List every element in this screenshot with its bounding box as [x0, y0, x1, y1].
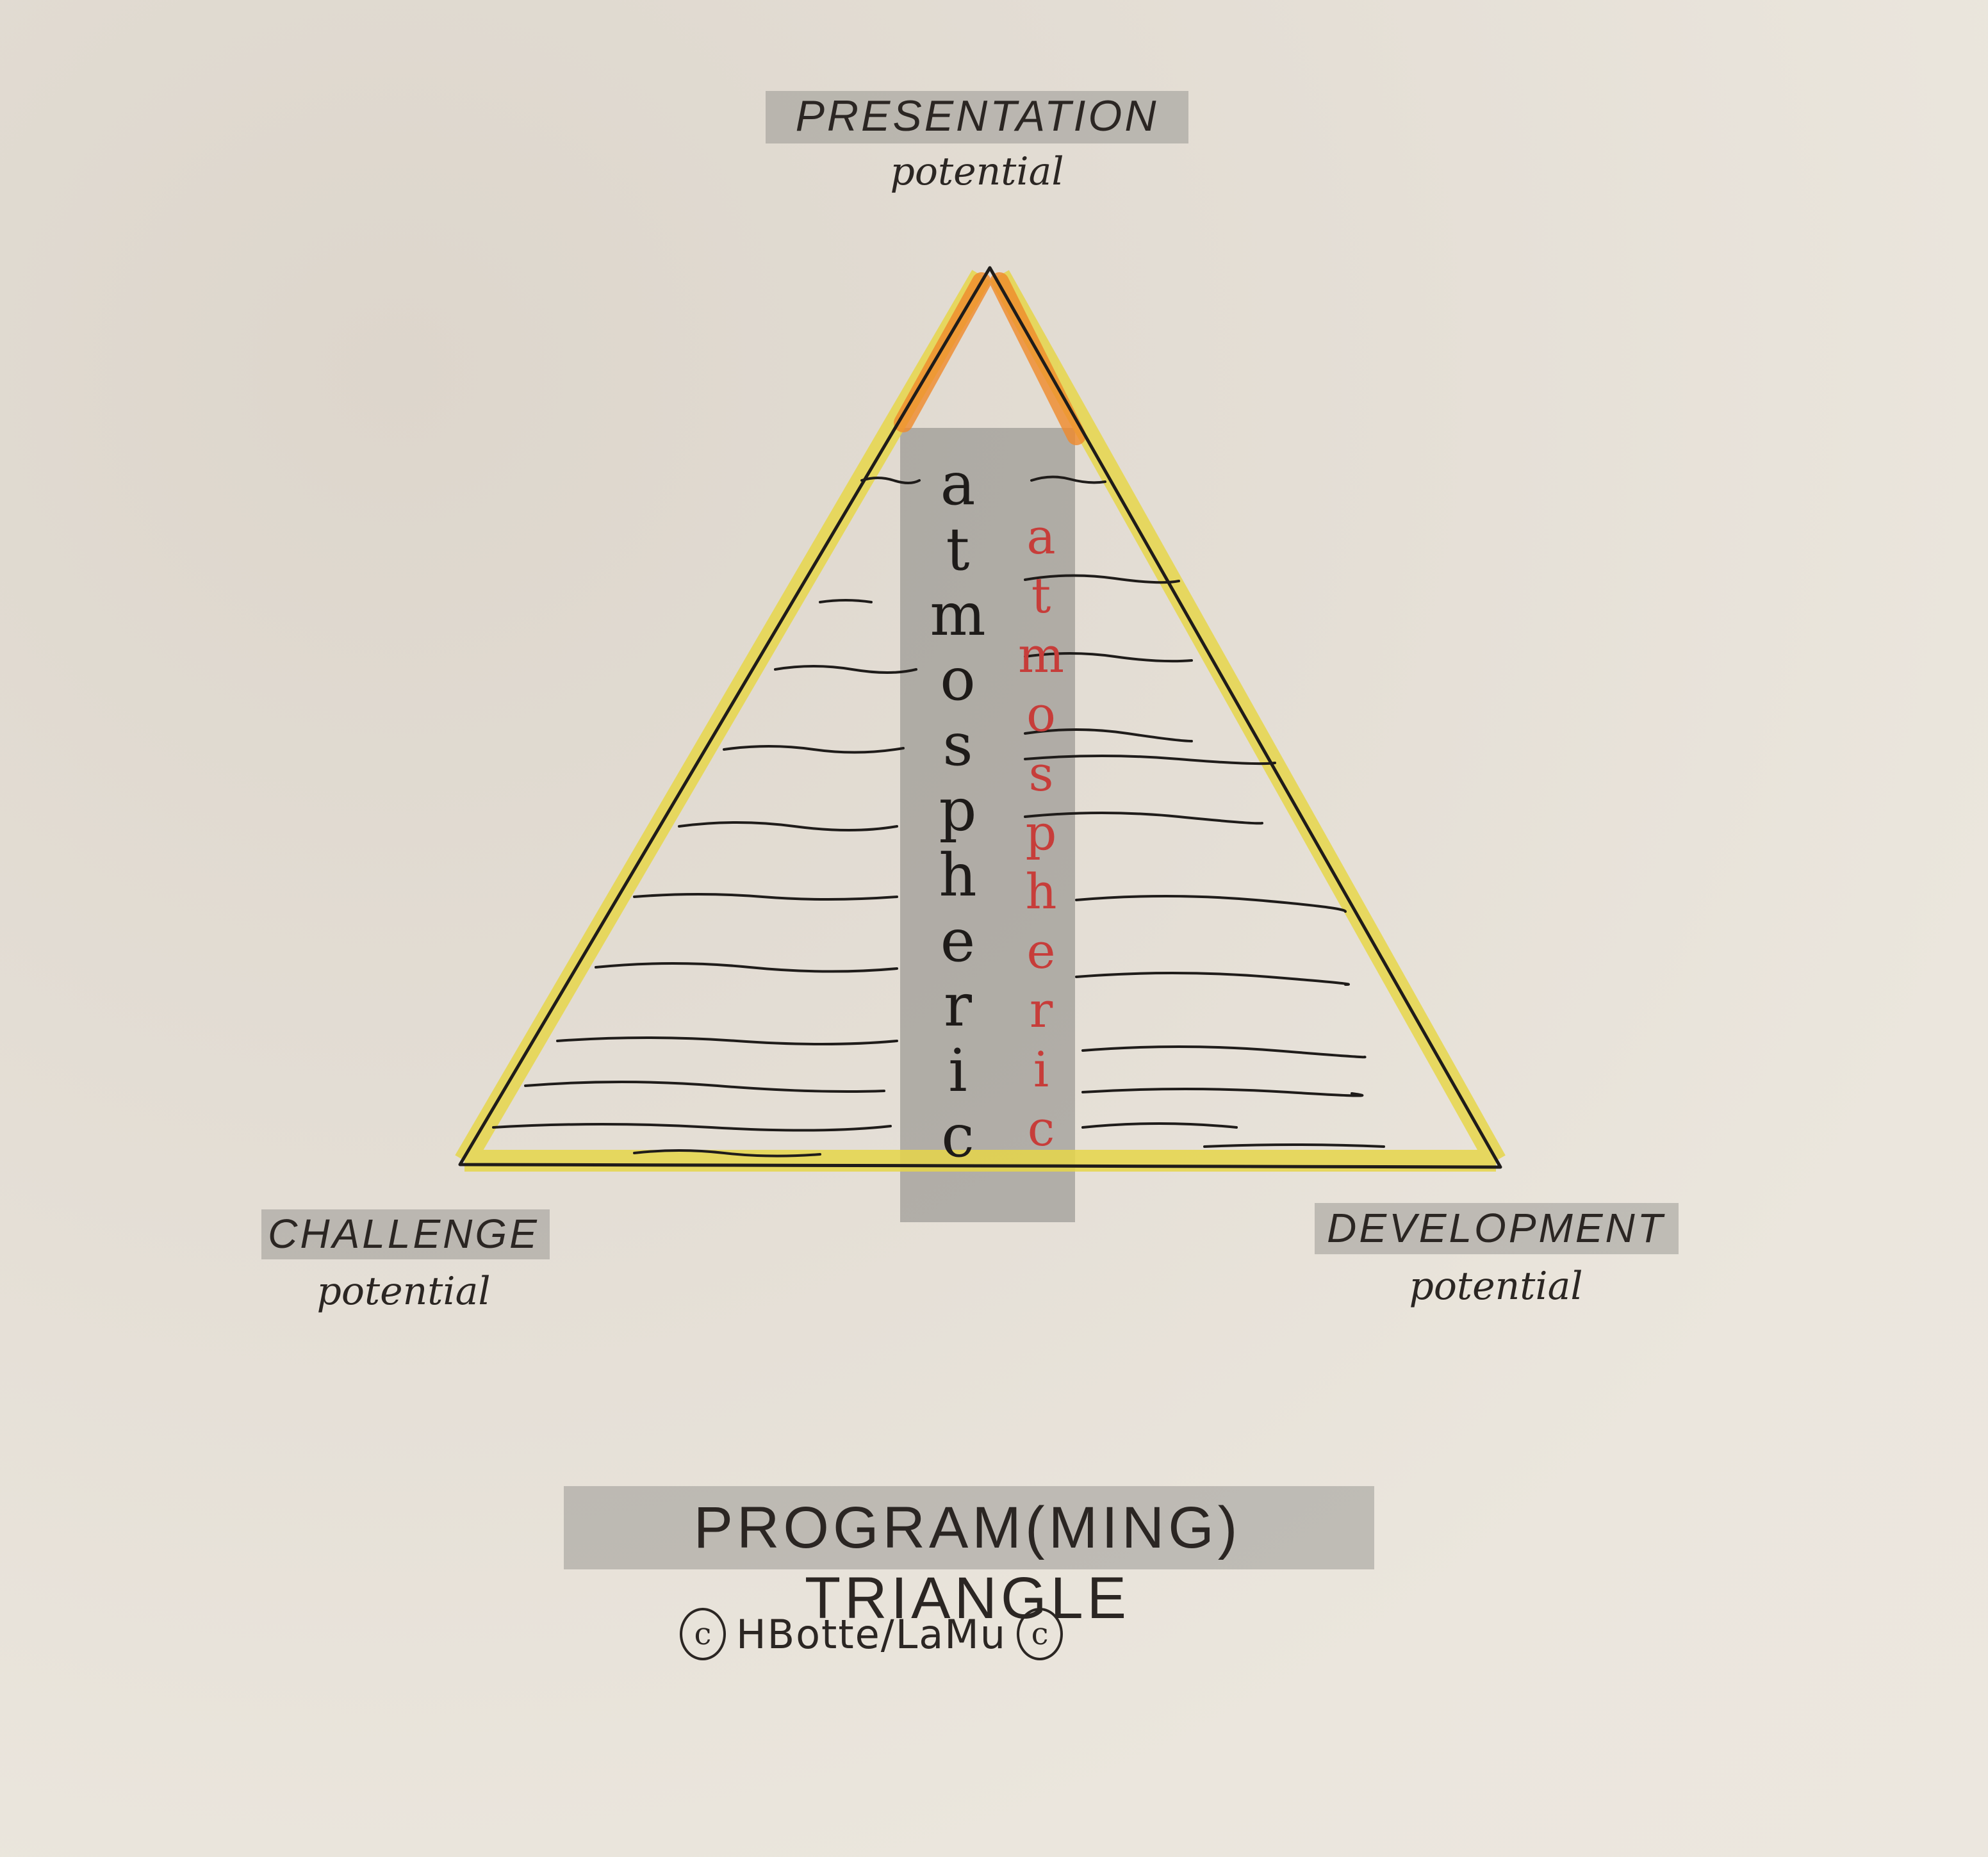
copyright-text: HBotte/LaMu — [735, 1610, 1007, 1658]
red-letter: t — [1031, 567, 1051, 625]
black-letter: r — [944, 971, 972, 1040]
left-vertex-label: CHALLENGE potential — [243, 1208, 564, 1317]
presentation-title: PRESENTATION — [795, 92, 1159, 140]
black-letter: e — [940, 906, 976, 975]
right-vertex-label: DEVELOPMENT potential — [1294, 1202, 1698, 1312]
copyright-circle-icon: c — [1017, 1608, 1064, 1660]
red-letter: e — [1026, 922, 1056, 979]
red-letter: r — [1029, 981, 1053, 1039]
challenge-subtitle: potential — [316, 1269, 491, 1314]
black-letter: m — [930, 580, 986, 649]
left-label-marker — [261, 1209, 550, 1259]
copyright-circle-icon: c — [679, 1608, 726, 1660]
black-letter: c — [941, 1101, 974, 1170]
black-letter: t — [946, 514, 970, 584]
red-letter: m — [1017, 626, 1065, 683]
red-letter: o — [1026, 685, 1056, 743]
development-subtitle: potential — [1409, 1264, 1583, 1309]
red-letter: i — [1033, 1040, 1049, 1098]
red-letter: c — [1027, 1099, 1055, 1157]
triangle-outline — [458, 266, 1502, 1169]
red-letter: p — [1025, 803, 1057, 861]
horizontal-lines-right — [1024, 475, 1385, 1148]
black-letter: h — [939, 840, 977, 910]
black-letter: s — [942, 710, 973, 780]
presentation-subtitle: potential — [890, 149, 1064, 194]
red-letter: h — [1025, 863, 1057, 920]
black-letter: o — [940, 645, 976, 714]
black-letter: p — [939, 775, 977, 844]
copyright-line: c HBotte/LaMu c — [641, 1608, 1102, 1660]
atmospheric-black-column: a t m o s p h e r i c — [929, 455, 987, 1166]
challenge-title: CHALLENGE — [268, 1211, 539, 1257]
top-label-marker — [766, 91, 1188, 143]
right-label-marker — [1315, 1203, 1679, 1254]
black-letter: i — [948, 1036, 967, 1106]
footer-title-marker — [564, 1486, 1374, 1569]
black-letter: a — [940, 450, 976, 518]
top-vertex-label: PRESENTATION potential — [737, 90, 1217, 197]
footer-title-block: PROGRAM(MING) TRIANGLE — [525, 1493, 1409, 1633]
red-letter: s — [1028, 744, 1054, 802]
atmospheric-red-column: a t m o s p h e r i c — [1015, 512, 1067, 1153]
development-title: DEVELOPMENT — [1327, 1205, 1665, 1251]
horizontal-lines-left — [492, 477, 921, 1158]
footer-title: PROGRAM(MING) TRIANGLE — [693, 1495, 1242, 1631]
red-letter: a — [1026, 508, 1056, 565]
center-grey-band — [900, 428, 1075, 1222]
